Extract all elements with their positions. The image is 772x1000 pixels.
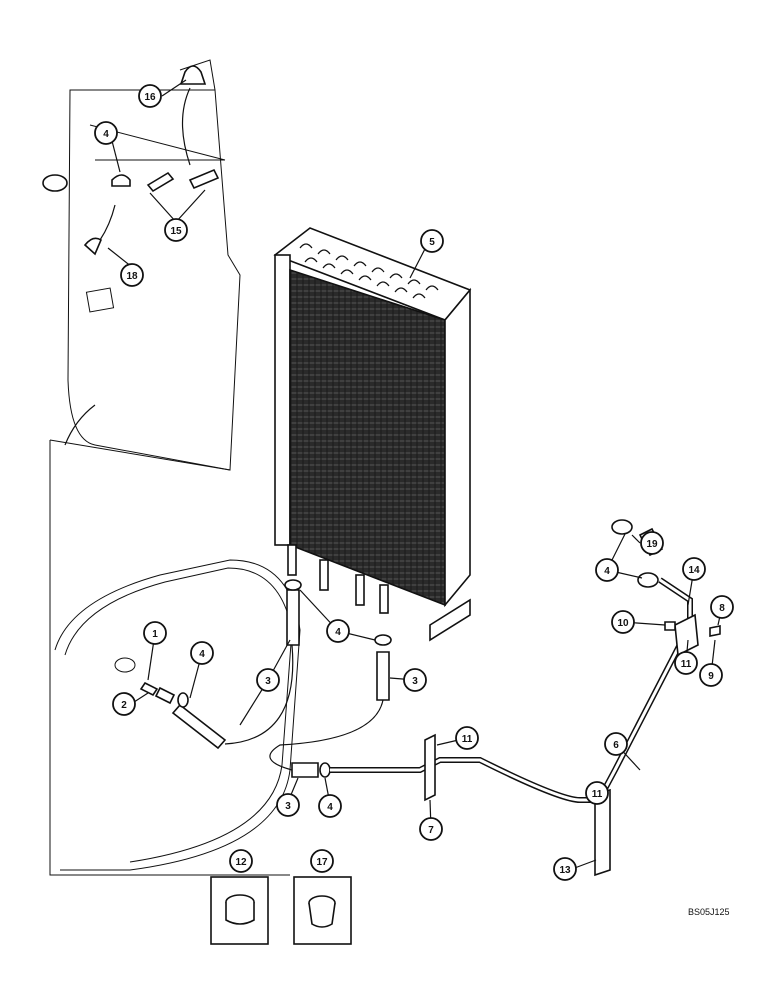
svg-text:19: 19: [646, 539, 658, 550]
svg-text:11: 11: [681, 659, 692, 670]
callout-14[interactable]: 14: [682, 557, 706, 581]
svg-text:3: 3: [265, 676, 271, 687]
callout-11[interactable]: 11: [674, 651, 698, 675]
callout-13[interactable]: 13: [553, 857, 577, 881]
svg-text:2: 2: [121, 700, 127, 711]
callout-3[interactable]: 3: [403, 668, 427, 692]
svg-text:3: 3: [412, 676, 418, 687]
callout-4[interactable]: 4: [94, 121, 118, 145]
callout-4[interactable]: 4: [595, 558, 619, 582]
svg-text:7: 7: [428, 825, 434, 836]
cab-panel: [67, 59, 241, 471]
callout-15[interactable]: 15: [164, 218, 188, 242]
callout-1[interactable]: 1: [143, 621, 167, 645]
svg-text:14: 14: [688, 565, 700, 576]
svg-text:5: 5: [429, 237, 435, 248]
fuel-tank: [49, 439, 301, 876]
inset-12: [210, 876, 269, 945]
upper-parts: [42, 65, 220, 256]
callout-3[interactable]: 3: [256, 668, 280, 692]
svg-text:3: 3: [285, 801, 291, 812]
svg-text:16: 16: [144, 92, 156, 103]
svg-text:11: 11: [462, 734, 473, 745]
svg-text:4: 4: [604, 566, 610, 577]
svg-text:17: 17: [316, 857, 328, 868]
callout-11[interactable]: 11: [455, 726, 479, 750]
svg-text:1: 1: [152, 629, 158, 640]
callout-9[interactable]: 9: [699, 663, 723, 687]
svg-text:12: 12: [235, 857, 247, 868]
callout-8[interactable]: 8: [710, 595, 734, 619]
callout-5[interactable]: 5: [420, 229, 444, 253]
inset-17: [293, 876, 352, 945]
callout-11[interactable]: 11: [585, 781, 609, 805]
callout-10[interactable]: 10: [611, 610, 635, 634]
callout-18[interactable]: 18: [120, 263, 144, 287]
svg-text:13: 13: [559, 865, 571, 876]
svg-text:15: 15: [170, 226, 182, 237]
callout-16[interactable]: 16: [138, 84, 162, 108]
svg-text:4: 4: [199, 649, 205, 660]
panel-arrow: [64, 404, 96, 446]
callout-4[interactable]: 4: [318, 794, 342, 818]
callout-4[interactable]: 4: [326, 619, 350, 643]
svg-text:4: 4: [103, 129, 109, 140]
svg-text:4: 4: [327, 802, 333, 813]
callout-4[interactable]: 4: [190, 641, 214, 665]
callout-7[interactable]: 7: [419, 817, 443, 841]
callout-6[interactable]: 6: [604, 732, 628, 756]
svg-text:4: 4: [335, 627, 341, 638]
svg-text:10: 10: [617, 618, 629, 629]
hoses: [139, 579, 392, 778]
callout-19[interactable]: 19: [640, 531, 664, 555]
svg-text:6: 6: [613, 740, 619, 751]
callout-3[interactable]: 3: [276, 793, 300, 817]
drawing-code: BS05J125: [688, 907, 730, 917]
svg-text:18: 18: [126, 271, 138, 282]
callout-12[interactable]: 12: [229, 849, 253, 873]
callout-2[interactable]: 2: [112, 692, 136, 716]
svg-text:11: 11: [592, 789, 603, 800]
callout-17[interactable]: 17: [310, 849, 334, 873]
heater-core: [273, 227, 472, 642]
svg-text:8: 8: [719, 603, 725, 614]
svg-text:9: 9: [708, 671, 714, 682]
